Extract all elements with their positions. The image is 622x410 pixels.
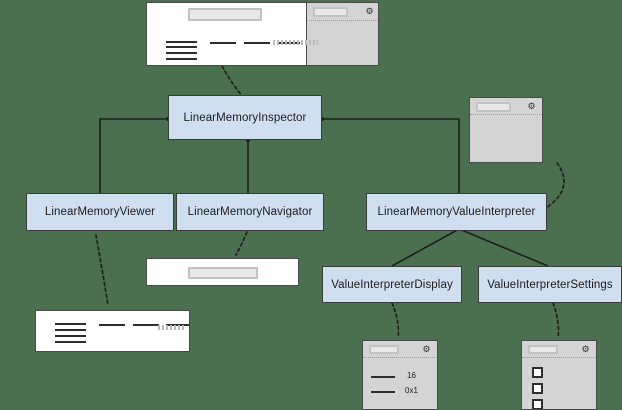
memory-address-line [166, 52, 197, 54]
gear-icon[interactable]: ⚙ [365, 6, 374, 16]
panel-body: 16 0x1 [363, 358, 437, 409]
toolbar-input [476, 102, 511, 112]
memory-address-line [55, 335, 86, 337]
value-interpreter-settings-screenshot[interactable]: ⚙ [521, 340, 597, 410]
memory-ascii-block [158, 325, 185, 330]
toolbar: ⚙ [363, 341, 437, 358]
memory-address-line [166, 41, 197, 43]
toolbar-input [313, 7, 348, 17]
value-row-value: 0x1 [405, 386, 418, 395]
address-input [188, 267, 258, 279]
leader-vi-settings-screenshot [552, 302, 560, 339]
leader-vi-display-screenshot [391, 302, 400, 339]
settings-checkbox[interactable] [532, 367, 543, 378]
inspector-screenshot-main-pane [147, 3, 306, 65]
toolbar-input [369, 345, 399, 354]
node-label: LinearMemoryNavigator [187, 206, 313, 218]
settings-checkbox[interactable] [532, 399, 543, 409]
navigator-screenshot[interactable] [146, 258, 299, 286]
address-input [188, 8, 262, 21]
node-linear-memory-navigator[interactable]: LinearMemoryNavigator [176, 193, 324, 231]
memory-address-line [166, 58, 197, 60]
memory-byte-group [99, 324, 125, 326]
node-label: LinearMemoryValueInterpreter [377, 206, 536, 218]
toolbar: ⚙ [470, 98, 542, 115]
leader-viewer-screenshot [95, 234, 109, 306]
value-row-label [371, 376, 395, 378]
settings-checkbox[interactable] [532, 383, 543, 394]
leader-inspector-screenshot [221, 65, 244, 98]
panel-body [470, 115, 542, 162]
node-linear-memory-viewer[interactable]: LinearMemoryViewer [26, 193, 174, 231]
toolbar: ⚙ [522, 341, 596, 358]
node-linear-memory-value-interpreter[interactable]: LinearMemoryValueInterpreter [366, 193, 547, 231]
memory-address-line [55, 329, 86, 331]
gear-icon[interactable]: ⚙ [527, 101, 536, 111]
node-value-interpreter-settings[interactable]: ValueInterpreterSettings [478, 266, 622, 303]
gear-icon[interactable]: ⚙ [581, 344, 590, 354]
leader-navigator-screenshot [235, 231, 248, 256]
toolbar: ⚙ [307, 3, 378, 21]
edge-interpreter-display [391, 228, 460, 267]
memory-byte-group [244, 42, 270, 44]
node-linear-memory-inspector[interactable]: LinearMemoryInspector [168, 95, 322, 140]
memory-address-line [166, 46, 197, 48]
toolbar-input [528, 345, 558, 354]
memory-address-line [55, 323, 86, 325]
node-label: ValueInterpreterDisplay [331, 278, 453, 291]
value-interpreter-display-screenshot[interactable]: ⚙ 16 0x1 [362, 340, 438, 410]
inspector-screenshot[interactable]: ⚙ [146, 2, 379, 66]
node-label: LinearMemoryViewer [44, 206, 156, 218]
value-interpreter-screenshot[interactable]: ⚙ [469, 97, 543, 163]
edge-interpreter-settings [458, 228, 549, 267]
memory-byte-group [210, 42, 236, 44]
gear-icon[interactable]: ⚙ [422, 344, 431, 354]
value-row-label [371, 391, 395, 393]
node-label: ValueInterpreterSettings [487, 278, 613, 291]
value-row-value: 16 [407, 371, 416, 380]
memory-ascii-block [273, 40, 318, 45]
memory-address-line [55, 341, 86, 343]
memory-byte-group [133, 324, 159, 326]
edge-inspector-viewer [99, 118, 168, 193]
node-value-interpreter-display[interactable]: ValueInterpreterDisplay [322, 266, 462, 303]
viewer-screenshot[interactable] [35, 310, 190, 352]
edge-inspector-interpreter [322, 118, 460, 193]
inspector-screenshot-side-pane: ⚙ [306, 3, 378, 65]
node-label: LinearMemoryInspector [183, 111, 307, 124]
panel-body [522, 358, 596, 409]
